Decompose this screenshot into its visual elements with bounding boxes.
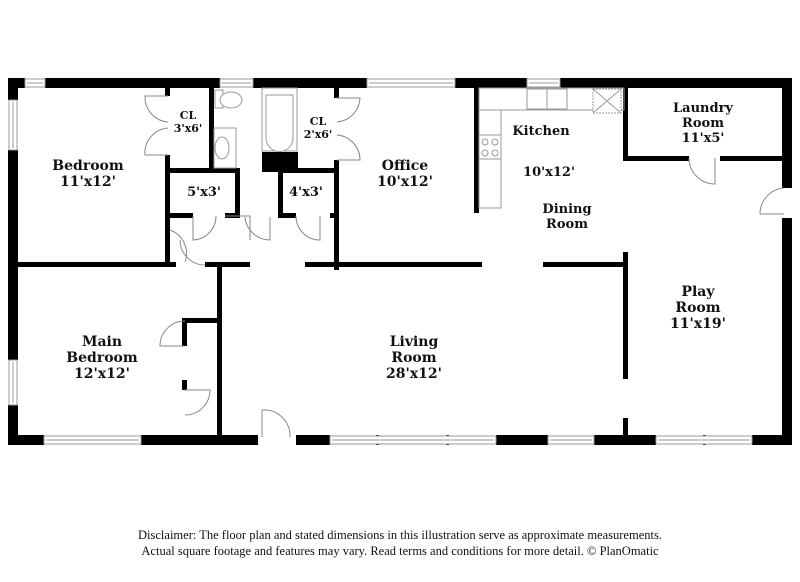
disclaimer-line-1: Disclaimer: The floor plan and stated di…	[138, 528, 662, 542]
kitchen-counter-top	[478, 87, 625, 111]
toilet-bowl	[219, 91, 243, 109]
closet2-door-top	[336, 97, 361, 123]
disclaimer-line-2: Actual square footage and features may v…	[141, 544, 659, 558]
stove	[478, 134, 502, 160]
room-label-main-bedroom: Main Bedroom 12'x12'	[66, 334, 138, 383]
room-label-dining: Dining Room	[542, 202, 592, 232]
room-label-bedroom: Bedroom 11'x12'	[52, 158, 124, 191]
closet43-door	[295, 215, 321, 241]
bedroom-door	[169, 229, 187, 263]
bedroom-door-2	[179, 239, 206, 266]
closet1-door-bottom	[144, 127, 169, 156]
hall-door-1	[225, 215, 251, 240]
closet2-door-bottom	[336, 134, 361, 161]
room-label-play: Play Room 11'x19'	[670, 284, 726, 333]
room-label-laundry: Laundry Room 11'x5'	[673, 101, 733, 146]
room-label-living: Living Room 28'x12'	[386, 334, 442, 383]
room-label-closet-5x3: 5'x3'	[187, 185, 221, 200]
doors	[144, 95, 785, 438]
main-closet-door-2	[184, 389, 211, 416]
room-label-office: Office 10'x12'	[377, 158, 433, 191]
main-closet-door-1	[159, 320, 186, 347]
disclaimer: Disclaimer: The floor plan and stated di…	[0, 527, 800, 559]
room-label-kitchen-dims: 10'x12'	[523, 165, 575, 180]
room-label-closet-1: CL 3'x6'	[173, 109, 203, 135]
closet53-door	[192, 215, 217, 241]
room-label-closet-2: CL 2'x6'	[303, 115, 333, 141]
windows	[8, 78, 753, 445]
exterior-walls	[8, 78, 792, 445]
room-label-kitchen: Kitchen	[512, 124, 570, 139]
closet1-door-top	[144, 95, 169, 123]
side-exterior-door	[759, 187, 785, 215]
front-door	[261, 409, 291, 438]
sink-basin	[214, 136, 230, 160]
room-label-closet-4x3: 4'x3'	[289, 185, 323, 200]
bath-door	[244, 216, 271, 241]
interior-walls	[18, 88, 787, 435]
laundry-door	[688, 157, 716, 185]
fixtures	[213, 87, 625, 209]
